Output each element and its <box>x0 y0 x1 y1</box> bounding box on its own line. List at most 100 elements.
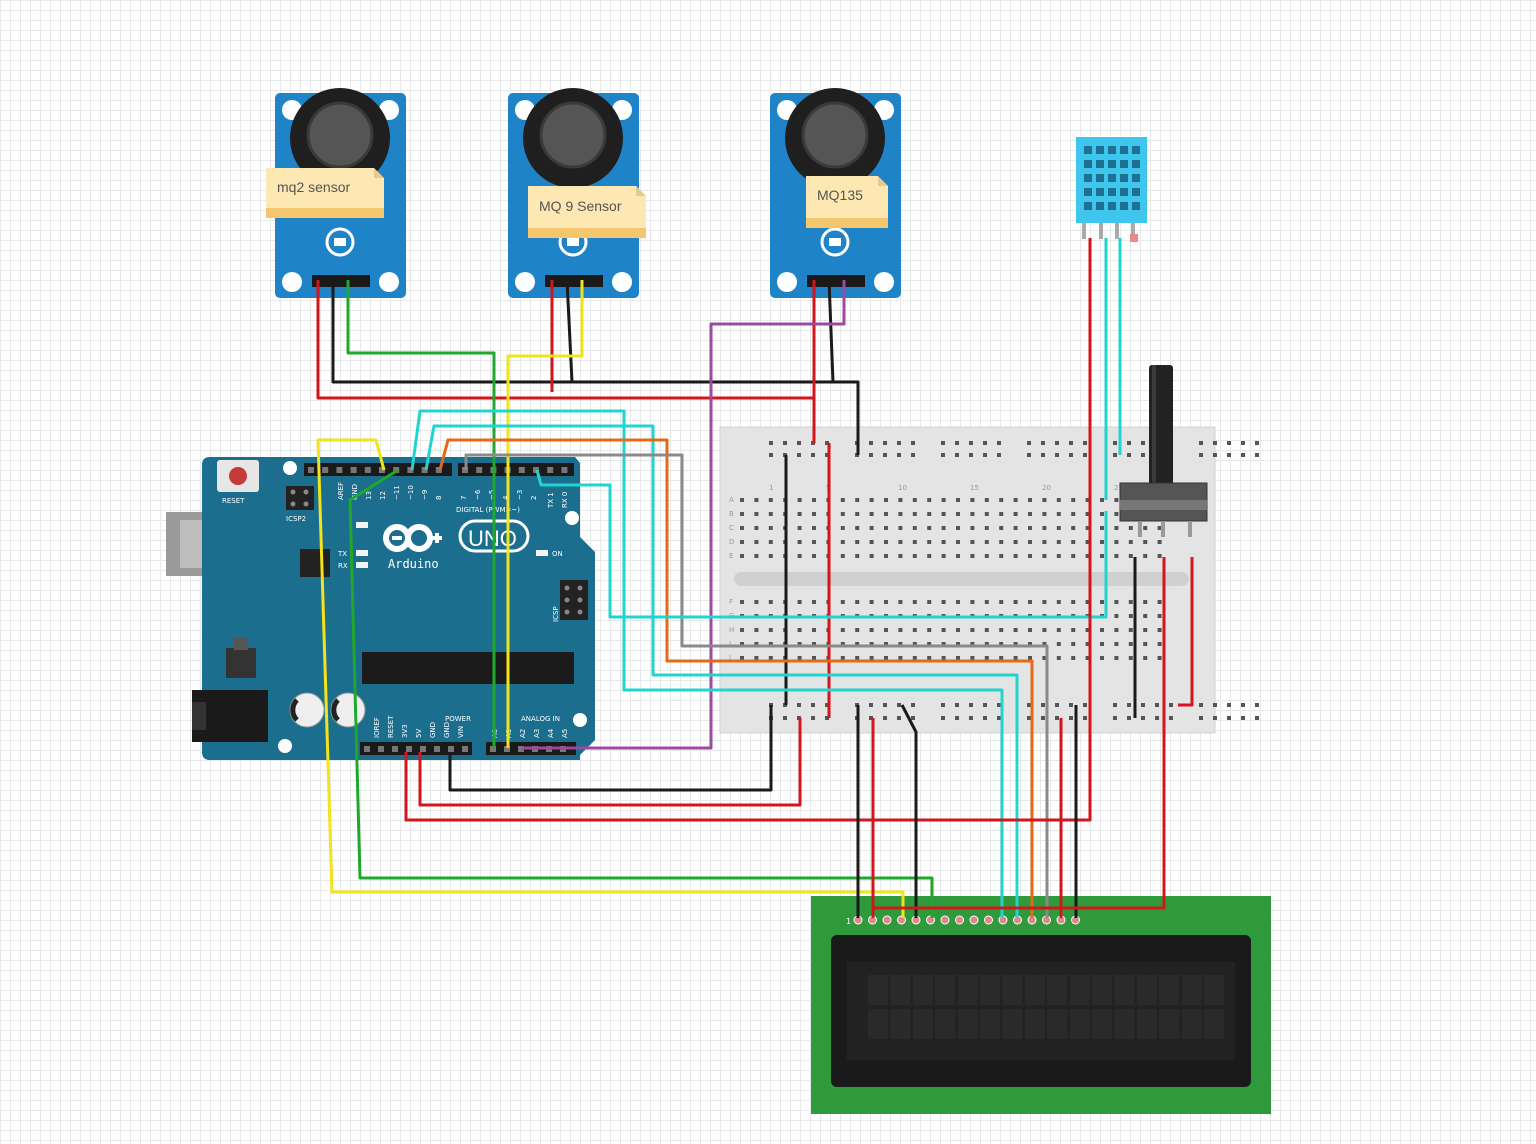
pin-a3: A3 <box>533 729 541 738</box>
rx-led <box>356 562 368 568</box>
bb-hole <box>869 554 874 558</box>
on-label: ON <box>552 550 563 558</box>
bb-hole <box>941 642 946 646</box>
bb-hole <box>956 498 960 502</box>
bb-hole <box>1085 628 1090 632</box>
bb-rail-hole <box>1199 703 1203 707</box>
sensor-header <box>545 275 603 287</box>
bb-hole <box>912 498 917 502</box>
arduino-board <box>202 457 595 760</box>
power-symbol-icon <box>820 227 850 257</box>
bb-hole <box>754 642 759 646</box>
wire-purple <box>522 280 846 750</box>
bb-rail-hole <box>1199 453 1203 457</box>
header-pin <box>378 746 384 752</box>
lcd-cell <box>957 1009 978 1039</box>
bb-hole <box>884 628 888 632</box>
bb-hole <box>1114 600 1119 604</box>
bb-hole <box>1013 540 1018 544</box>
lcd-cell <box>1069 975 1090 1005</box>
pin-11: ~11 <box>393 485 401 500</box>
bb-hole <box>927 628 932 632</box>
bb-hole <box>927 656 932 660</box>
bb-hole <box>970 642 975 646</box>
dht-vent <box>1084 202 1092 210</box>
bb-hole <box>1028 642 1032 646</box>
dht-vent <box>1120 174 1128 182</box>
power-header <box>360 742 472 755</box>
bb-hole <box>1085 526 1090 530</box>
potentiometer[interactable] <box>1119 365 1208 537</box>
bb-hole <box>1157 614 1162 618</box>
bb-rail-hole <box>941 716 945 720</box>
bb-hole <box>898 526 903 530</box>
bb-hole <box>1071 554 1076 558</box>
bb-rail-hole <box>1113 453 1117 457</box>
bb-hole <box>768 642 773 646</box>
bb-hole <box>840 554 845 558</box>
bb-rail-hole <box>869 453 873 457</box>
bb-rail-hole <box>911 453 915 457</box>
bb-rail-hole <box>1027 703 1031 707</box>
bb-row-a: A <box>729 496 734 504</box>
pin-vin: VIN <box>457 726 465 738</box>
bb-hole <box>956 600 960 604</box>
bb-rail-hole <box>769 441 773 445</box>
bb-hole <box>970 554 975 558</box>
bb-row-e: E <box>729 552 733 560</box>
bb-rail-hole <box>997 453 1001 457</box>
bb-rail-hole <box>1213 453 1217 457</box>
regulator <box>226 648 256 678</box>
bb-hole <box>1114 642 1119 646</box>
sensor-note <box>806 176 888 228</box>
bb-hole <box>1013 526 1018 530</box>
lcd-cell <box>1181 975 1202 1005</box>
bb-row-d: D <box>729 538 734 546</box>
bb-rail-hole <box>1227 441 1231 445</box>
lcd-cell <box>1204 1009 1224 1039</box>
bb-rail-hole <box>1255 703 1259 707</box>
bb-rail-hole <box>897 453 901 457</box>
bb-rail-hole <box>1227 453 1231 457</box>
bb-rail-hole <box>869 441 873 445</box>
bb-hole <box>970 628 975 632</box>
bb-rail-hole <box>825 453 829 457</box>
mount-hole <box>278 739 292 753</box>
bb-rail-hole <box>969 441 973 445</box>
header-pin <box>350 467 357 473</box>
bb-hole <box>1128 628 1133 632</box>
bb-hole <box>1100 498 1104 502</box>
bb-hole <box>984 540 989 544</box>
bb-hole <box>999 540 1004 544</box>
bb-hole <box>840 628 845 632</box>
bb-rail-hole <box>1055 703 1059 707</box>
bb-hole <box>1028 554 1032 558</box>
bb-rail-hole <box>1127 703 1131 707</box>
lcd-cell <box>1024 975 1045 1005</box>
bb-hole <box>1028 526 1032 530</box>
bb-hole <box>1028 498 1032 502</box>
wire-red <box>404 460 1092 822</box>
bb-hole <box>941 540 946 544</box>
bb-rail-hole <box>911 716 915 720</box>
bb-hole <box>999 554 1004 558</box>
bb-hole <box>1128 526 1133 530</box>
rx-label: RX <box>338 562 348 570</box>
bb-hole <box>1157 600 1162 604</box>
bb-rail-hole <box>1213 441 1217 445</box>
bb-hole <box>912 600 917 604</box>
bb-hole <box>984 656 989 660</box>
bb-rail-hole <box>997 703 1001 707</box>
header-pin <box>308 467 314 473</box>
pin-gnd: GND <box>351 484 359 500</box>
wire-orange <box>438 438 1034 918</box>
bb-rail-hole <box>1127 441 1131 445</box>
bb-rail-hole <box>955 453 959 457</box>
bb-rail-hole <box>883 441 887 445</box>
bb-rail-hole <box>1255 453 1259 457</box>
bb-hole <box>1143 614 1148 618</box>
bb-hole <box>754 526 759 530</box>
bb-hole <box>1085 512 1090 516</box>
bb-rail-hole <box>1241 703 1245 707</box>
bb-hole <box>1157 540 1162 544</box>
